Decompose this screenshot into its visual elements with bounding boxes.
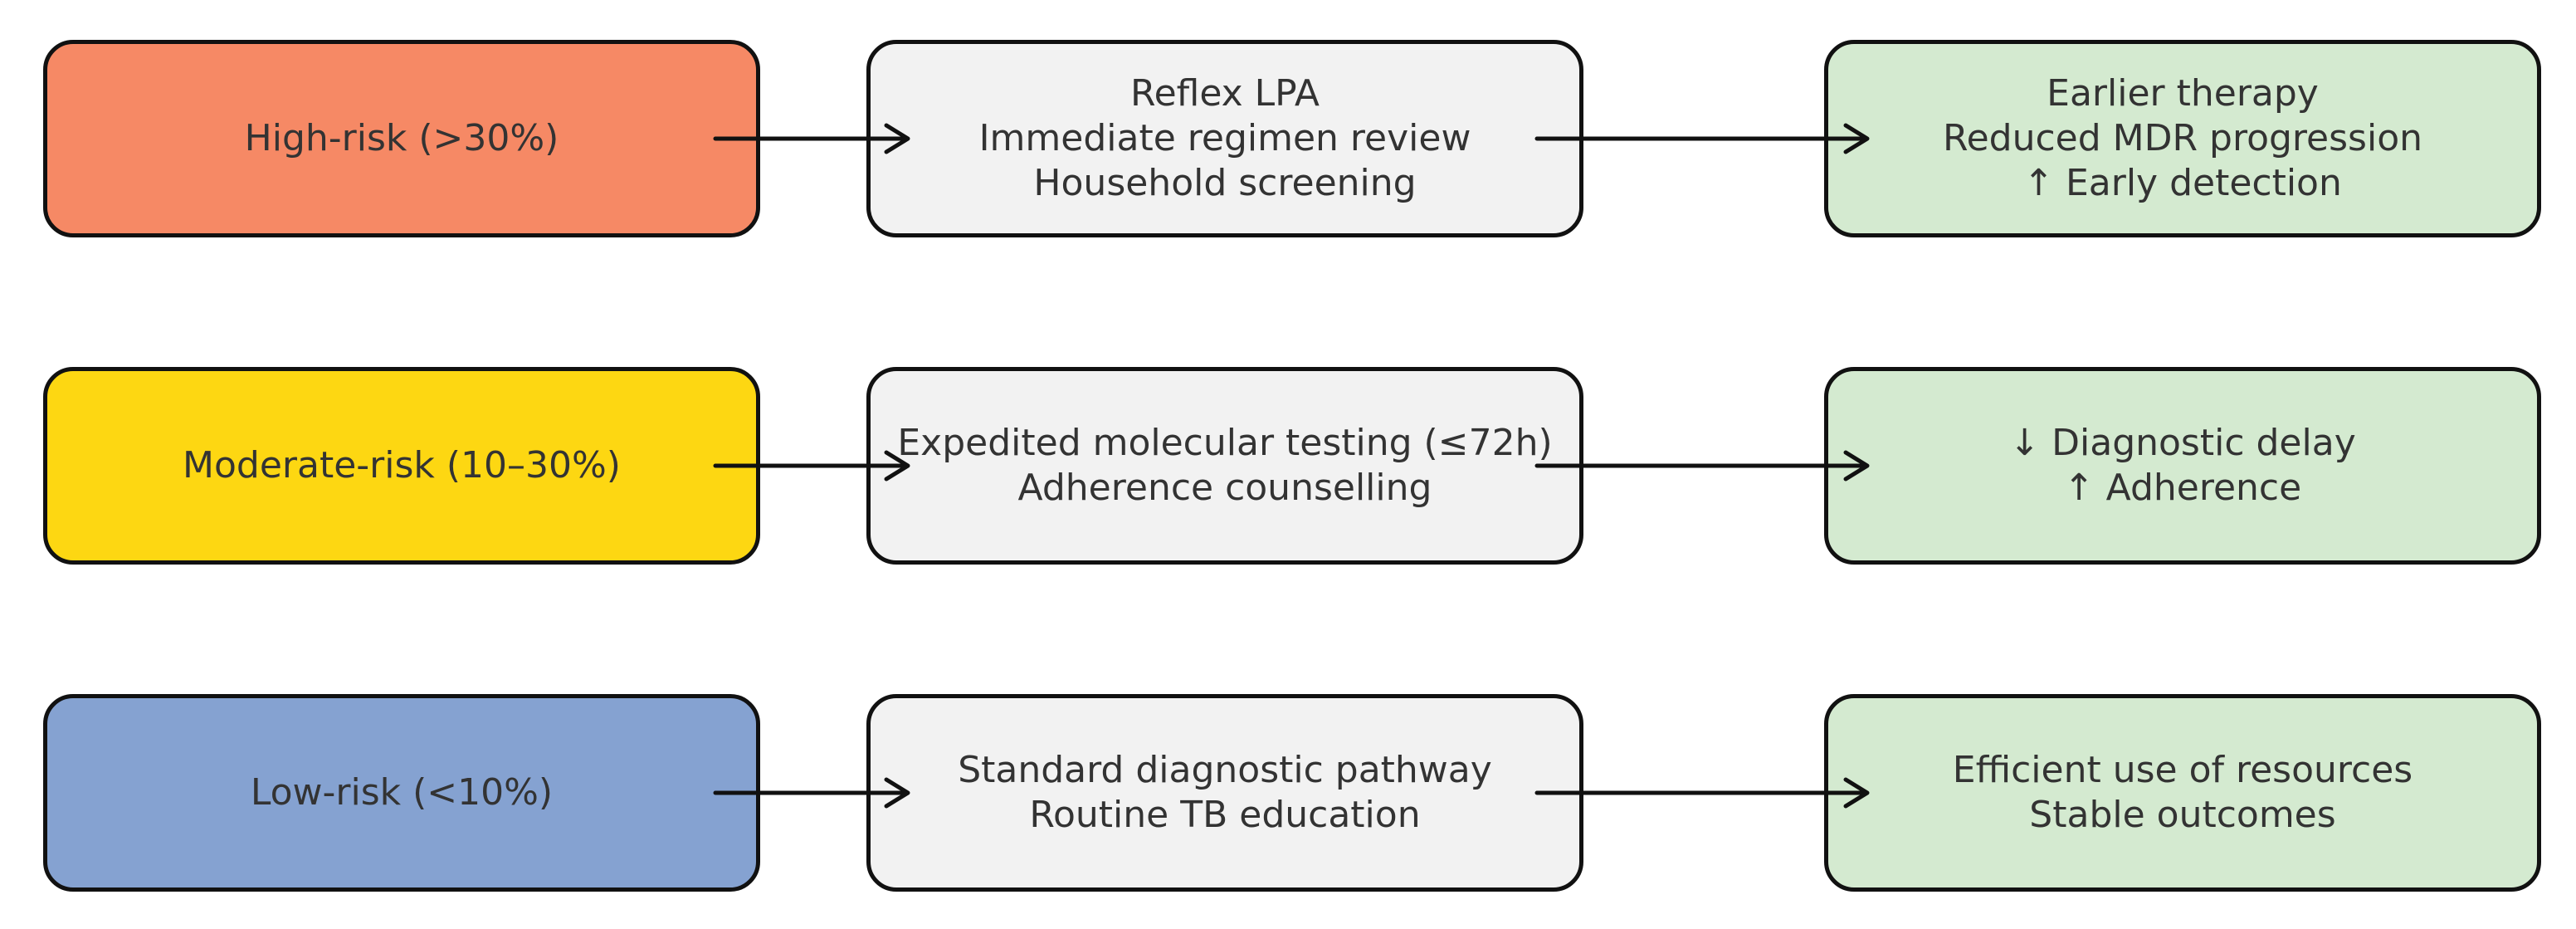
high-risk-outcomes-box: Earlier therapy Reduced MDR progression … [1824, 40, 2541, 237]
arrow-moderate-risk-actions-to-outcomes [1534, 450, 1870, 482]
low-risk-label: Low-risk (<10%) [250, 771, 554, 814]
moderate-risk-outcome-2: ↑ Adherence [2063, 467, 2302, 509]
high-risk-box: High-risk (>30%) [43, 40, 760, 237]
high-risk-outcome-1: Earlier therapy [2047, 72, 2319, 115]
low-risk-box: Low-risk (<10%) [43, 694, 760, 892]
high-risk-action-1: Reflex LPA [1129, 72, 1320, 115]
moderate-risk-action-1: Expedited molecular testing (≤72h) [897, 422, 1553, 464]
low-risk-outcomes-box: Efficient use of resources Stable outcom… [1824, 694, 2541, 892]
high-risk-outcome-3: ↑ Early detection [2023, 162, 2342, 204]
moderate-risk-actions-box: Expedited molecular testing (≤72h) Adher… [866, 367, 1583, 565]
high-risk-label: High-risk (>30%) [244, 117, 559, 159]
moderate-risk-outcome-1: ↓ Diagnostic delay [2009, 422, 2356, 464]
moderate-risk-outcomes-box: ↓ Diagnostic delay ↑ Adherence [1824, 367, 2541, 565]
low-risk-action-1: Standard diagnostic pathway [958, 749, 1492, 791]
low-risk-outcome-1: Efficient use of resources [1952, 749, 2413, 791]
high-risk-action-3: Household screening [1033, 162, 1417, 204]
high-risk-outcome-2: Reduced MDR progression [1942, 117, 2423, 159]
moderate-risk-label: Moderate-risk (10–30%) [183, 444, 621, 487]
arrow-low-risk-actions-to-outcomes [1534, 777, 1870, 809]
low-risk-outcome-2: Stable outcomes [2029, 794, 2336, 836]
high-risk-action-2: Immediate regimen review [978, 117, 1471, 159]
arrow-high-risk-actions-to-outcomes [1534, 123, 1870, 154]
moderate-risk-box: Moderate-risk (10–30%) [43, 367, 760, 565]
low-risk-actions-box: Standard diagnostic pathway Routine TB e… [866, 694, 1583, 892]
low-risk-action-2: Routine TB education [1029, 794, 1421, 836]
high-risk-actions-box: Reflex LPA Immediate regimen review Hous… [866, 40, 1583, 237]
moderate-risk-action-2: Adherence counselling [1017, 467, 1432, 509]
